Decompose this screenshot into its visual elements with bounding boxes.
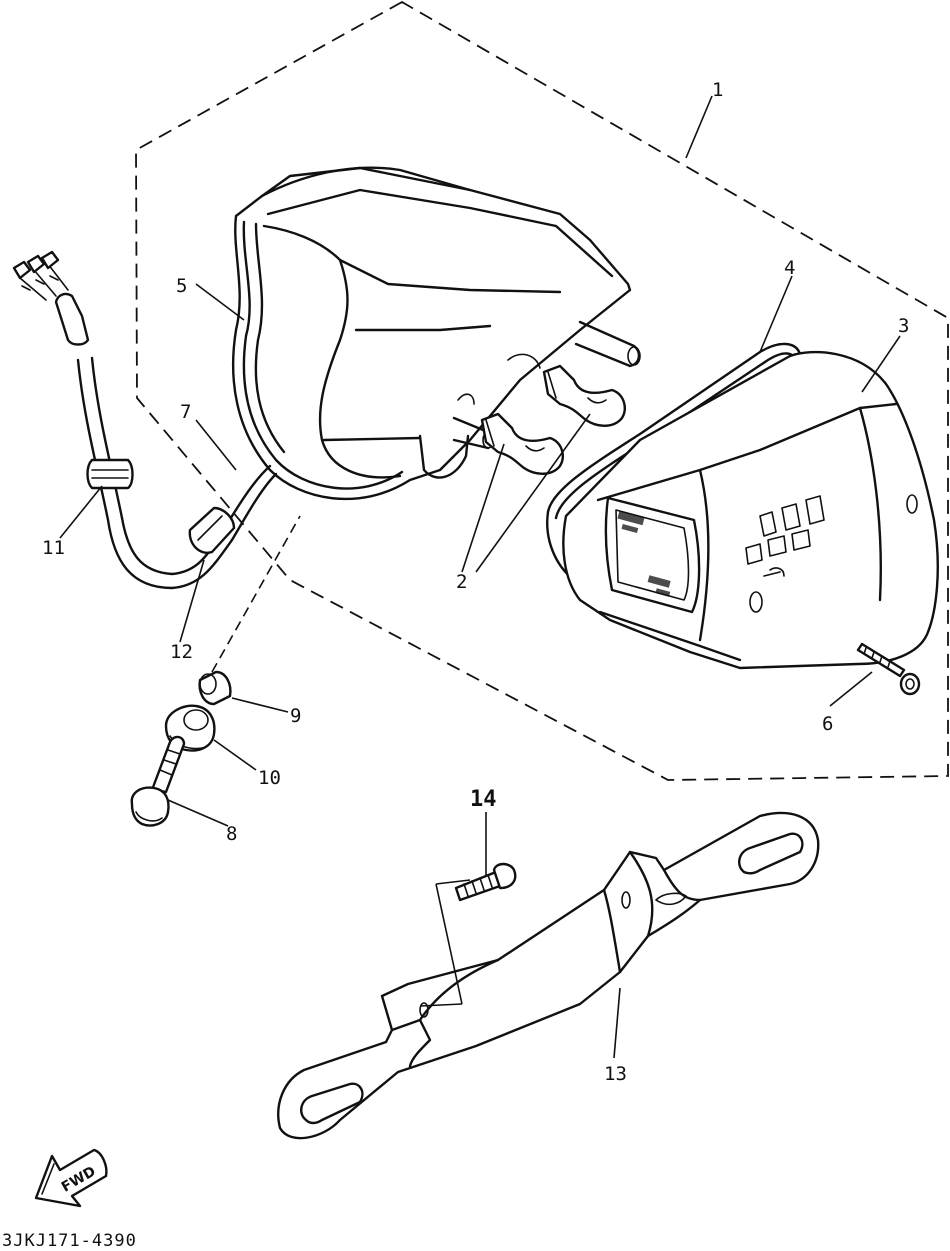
- taillight-housing: [231, 166, 641, 501]
- callout-2: 2: [456, 571, 467, 593]
- fwd-arrow-icon: [34, 1148, 108, 1208]
- callout-8: 8: [226, 823, 237, 845]
- collar: [198, 670, 232, 706]
- lens-screw: [856, 642, 921, 696]
- leader-lines: [59, 95, 901, 1059]
- callout-9: 9: [290, 705, 301, 727]
- callout-14: 14: [470, 787, 497, 812]
- callout-3: 3: [898, 315, 909, 337]
- callout-10: 10: [258, 767, 281, 789]
- wire-grommet: [188, 506, 236, 554]
- bulb-lower: [480, 412, 564, 475]
- drawing-code: 3JKJ171-4390: [2, 1231, 137, 1251]
- callout-5: 5: [176, 275, 187, 297]
- callout-6: 6: [822, 713, 833, 735]
- callout-13: 13: [604, 1063, 627, 1085]
- callout-4: 4: [784, 257, 795, 279]
- assembly-boundary: [135, 0, 949, 781]
- wire-clamp: [86, 458, 134, 490]
- license-bracket: [277, 811, 820, 1140]
- lens-embossing: [745, 495, 825, 577]
- callout-labels: 1 2 3 4 5 6 7 8 9 10 11 12 13 14: [42, 79, 909, 1085]
- bulb-upper: [542, 364, 626, 427]
- callout-7: 7: [180, 401, 191, 423]
- mount-bolt: [130, 735, 186, 827]
- taillight-lens: [562, 350, 939, 670]
- callout-12: 12: [170, 641, 193, 663]
- callout-11: 11: [42, 537, 65, 559]
- wire-harness: [12, 250, 278, 590]
- callout-1: 1: [712, 79, 723, 101]
- bracket-bolt: [454, 862, 517, 902]
